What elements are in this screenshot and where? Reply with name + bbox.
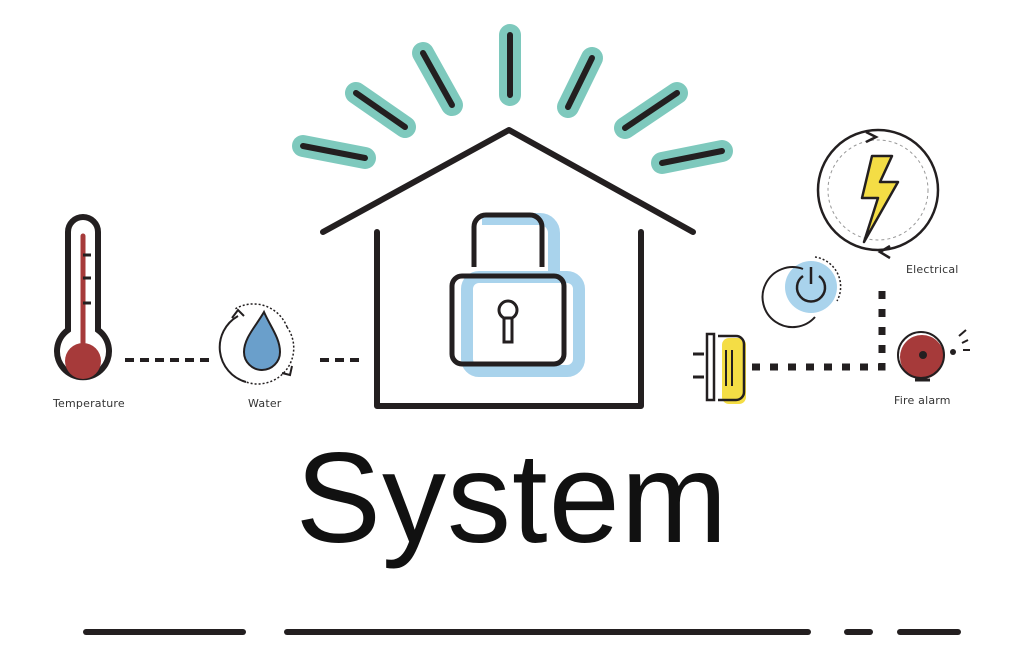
temperature-label: Temperature (53, 397, 125, 410)
lightning-icon (816, 128, 940, 260)
thermometer-icon (54, 214, 112, 381)
fire-alarm-label: Fire alarm (894, 394, 951, 407)
dashed-connector-right (752, 288, 886, 371)
plug-icon (693, 332, 746, 404)
page-title: System (295, 427, 729, 570)
lock-icon (449, 212, 585, 377)
power-icon (761, 256, 842, 329)
house-icon (320, 127, 696, 409)
rays-icon (292, 24, 733, 174)
fire-alarm-bell-icon (897, 329, 970, 382)
water-label: Water (248, 397, 282, 410)
electrical-label: Electrical (906, 263, 959, 276)
water-drop-icon (218, 303, 295, 385)
